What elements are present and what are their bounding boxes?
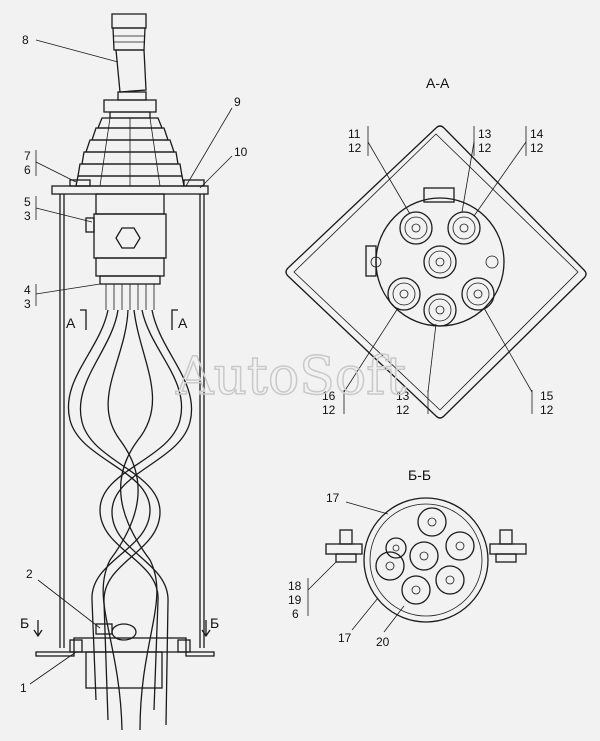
callout-17-bottom: 17 [338,631,352,645]
leader-lines-main [29,39,233,685]
joystick-handle [103,13,157,119]
callout-12-e: 12 [396,403,410,417]
main-view: А А Б Б 8 9 10 7 6 5 3 4 3 [20,13,248,731]
callout-18: 18 [288,579,302,593]
callout-5: 5 [24,195,31,209]
watermark-text: AutoSoft [175,347,406,407]
section-b-title: Б-Б [408,467,431,483]
callout-7: 7 [24,149,31,163]
callout-12-d: 12 [322,403,336,417]
callout-8: 8 [22,33,29,47]
callout-1: 1 [20,681,27,695]
callout-12-b: 12 [478,141,492,155]
section-mark-b-right: Б [210,615,219,631]
callout-10: 10 [234,145,248,159]
callout-17-top: 17 [326,491,340,505]
callout-12-a: 12 [348,141,362,155]
section-mark-b-left: Б [20,615,29,631]
section-b-view: Б-Б 17 18 19 6 [288,467,527,649]
bottom-clamp [35,623,215,689]
callout-20: 20 [376,635,390,649]
hose-sections-b [375,507,475,605]
port-group-a [387,211,495,327]
callout-16: 16 [322,389,336,403]
section-a-title: А-А [426,75,450,91]
section-mark-a-right: А [178,315,188,331]
callout-12-f: 12 [540,403,554,417]
callout-13-b: 13 [396,389,410,403]
callouts-main: 8 9 10 7 6 5 3 4 3 2 1 [20,33,248,695]
callout-2: 2 [26,567,33,581]
callouts-b: 17 18 19 6 17 20 [288,491,390,649]
section-mark-a-left: А [66,315,76,331]
callouts-a: 11 12 13 12 14 12 16 12 13 12 15 12 [322,127,554,417]
mounting-plate [51,179,209,648]
callout-19: 19 [288,593,302,607]
callout-15: 15 [540,389,554,403]
callout-9: 9 [234,95,241,109]
section-a-view: А-А [285,75,587,419]
controller-body [85,193,167,310]
callout-12-c: 12 [530,141,544,155]
section-marks: А А Б Б [20,309,219,638]
callout-3-upper: 3 [24,209,31,223]
callout-6: 6 [24,163,31,177]
callout-3-lower: 3 [24,297,31,311]
leader-lines-a [343,126,533,414]
hose-bundle [67,309,193,731]
callout-13-a: 13 [478,127,492,141]
callout-4: 4 [24,283,31,297]
callout-6-b: 6 [292,607,299,621]
callout-11: 11 [348,127,361,141]
leader-lines-b [307,501,405,633]
callout-14: 14 [530,127,544,141]
rubber-boot [75,117,185,187]
